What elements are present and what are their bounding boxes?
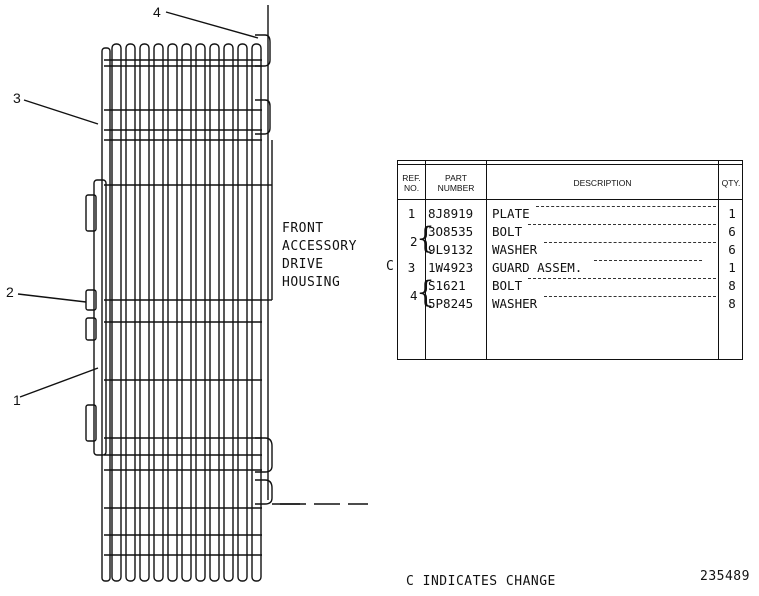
- change-indicator-note: C INDICATES CHANGE: [406, 574, 556, 589]
- guard-cross-bars: [104, 59, 262, 556]
- plate-outline: [101, 47, 111, 582]
- leader-4: [165, 11, 259, 39]
- table-row: S1621 BOLT 8: [428, 278, 736, 293]
- callout-4: 4: [153, 4, 161, 20]
- table-row: 5P8245 WASHER 8: [428, 296, 736, 311]
- table-row: 9L9132 WASHER 6: [428, 242, 736, 257]
- guard-grille-bars: [111, 43, 262, 582]
- change-flag: C: [386, 259, 394, 274]
- bracket-top: [255, 34, 271, 67]
- callout-3: 3: [13, 90, 21, 106]
- front-accessory-drive-housing-label: FRONT ACCESSORY DRIVE HOUSING: [282, 221, 357, 290]
- drawing-number: 235489: [700, 569, 750, 584]
- group-brace-2: {: [416, 221, 436, 256]
- leader-2: [17, 293, 87, 303]
- bracket-mid: [255, 99, 271, 135]
- bracket-low: [255, 437, 273, 473]
- leader-1: [19, 367, 99, 398]
- table-row: 1 8J8919 PLATE 1: [407, 206, 736, 221]
- group-ref-4: 4: [410, 288, 418, 303]
- group-brace-4: {: [416, 275, 436, 310]
- table-row: 3O8535 BOLT 6: [428, 224, 736, 239]
- header-ref-no: REF.NO.: [402, 173, 421, 193]
- callout-2: 2: [6, 284, 14, 300]
- bracket-bottom: [255, 479, 273, 505]
- group-ref-2: 2: [410, 234, 418, 249]
- table-row: 3 1W4923 GUARD ASSEM. 1: [407, 260, 736, 275]
- header-description: DESCRIPTION: [573, 178, 632, 188]
- leader-3: [23, 99, 99, 125]
- plate-boss: [93, 179, 107, 456]
- callout-1: 1: [13, 392, 21, 408]
- bolt-heads: [85, 194, 97, 442]
- header-qty: QTY.: [721, 178, 741, 188]
